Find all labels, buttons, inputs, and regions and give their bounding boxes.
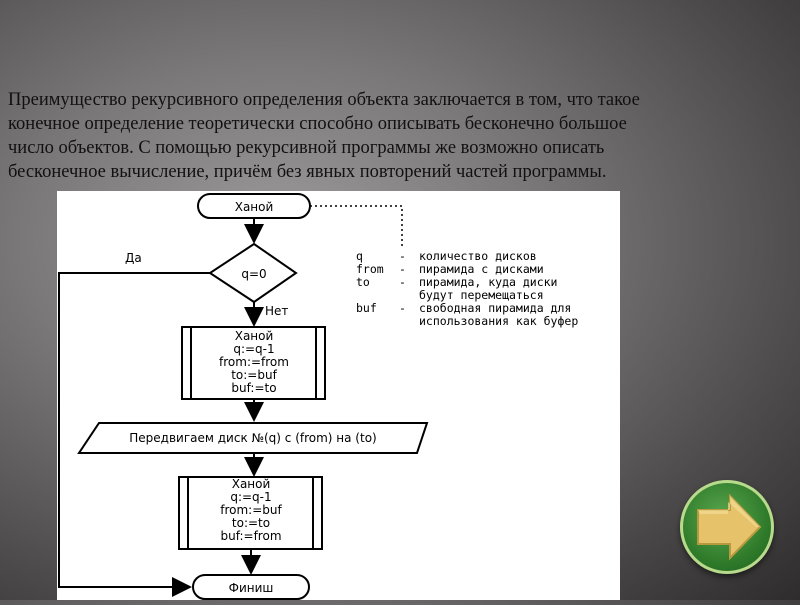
paragraph-line: Преимущество рекурсивного определения об… [8,90,640,110]
block2-line: from:=buf [220,503,282,517]
legend-sep: - [399,262,406,276]
block1-line: from:=from [219,355,289,369]
legend-sep: - [399,275,406,289]
legend-desc: пирамида, куда диски [419,275,557,289]
next-slide-button[interactable] [680,480,774,574]
legend-name: from [356,262,384,276]
block1-line: q:=q-1 [233,342,274,356]
legend-name: to [356,275,370,289]
legend-name: buf [356,301,377,315]
block1-line: to:=buf [231,368,277,382]
no-label: Нет [265,304,288,318]
block2-line: q:=q-1 [230,490,271,504]
io-label: Передвигаем диск №(q) с (from) на (to) [129,431,376,445]
block1-line: buf:=to [231,381,276,395]
block2-line: to:=to [232,516,270,530]
legend-sep: - [399,301,406,315]
slide-paragraph: Преимущество рекурсивного определения об… [8,88,788,184]
process-block-1 [181,326,326,400]
hanoi-flowchart: Ханой q=0 Да Нет Ханой q:=q-1 from:=from… [57,191,620,600]
legend-desc: свободная пирамида для [419,301,571,315]
legend-desc: пирамида с дисками [419,262,544,276]
variable-legend: q - количество дисков from - пирамида с … [356,249,578,328]
condition-label: q=0 [241,267,266,281]
paragraph-line: конечное определение теоретически способ… [8,114,627,134]
end-terminal [192,574,310,600]
paragraph-line: бесконечное вычисление, причём без явных… [8,162,607,182]
io-parallelogram [77,422,429,454]
arrow-right-icon [697,493,762,561]
legend-desc: количество дисков [419,249,537,263]
start-label: Ханой [235,200,274,214]
legend-desc: использования как буфер [419,314,578,328]
paragraph-line: число объектов. С помощью рекурсивной пр… [8,138,605,158]
block2-line: Ханой [232,477,271,491]
legend-sep: - [399,249,406,263]
end-label: Финиш [229,581,274,595]
legend-desc: будут перемещаться [419,288,544,302]
yes-branch-line [58,272,210,597]
process-block-2 [178,476,323,550]
block1-line: Ханой [235,329,274,343]
comment-connector [310,205,403,248]
block2-line: buf:=from [220,529,281,543]
legend-name: q [356,249,363,263]
yes-label: Да [125,251,142,265]
